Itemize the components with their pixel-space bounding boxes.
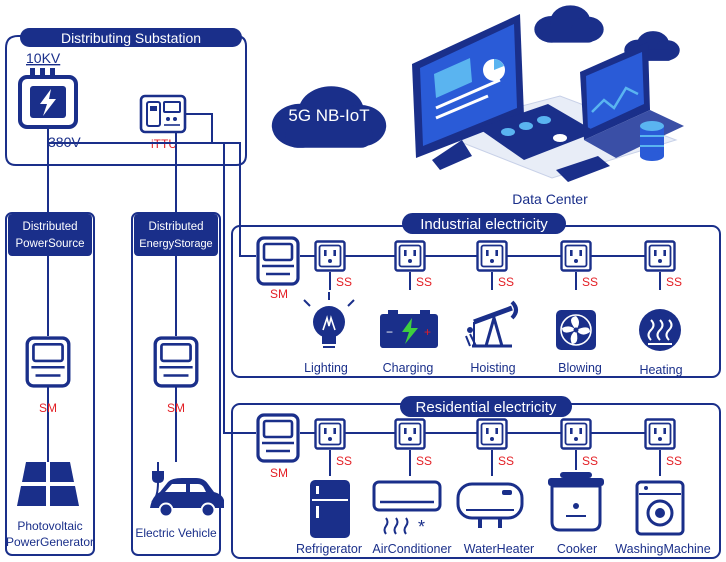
power-source-header-line1: Distributed xyxy=(23,221,78,233)
residential-meter-label: SM xyxy=(270,466,288,480)
voltage-10kv-label: 10KV xyxy=(26,50,61,66)
residential-socket-icon xyxy=(476,418,508,450)
residential-socket-label: SS xyxy=(582,454,598,468)
residential-meter-icon xyxy=(256,413,300,463)
industrial-title: Industrial electricity xyxy=(420,216,548,233)
residential-socket-icon xyxy=(394,418,426,450)
residential-device-label: WaterHeater xyxy=(464,542,534,556)
ittu-icon xyxy=(139,94,187,134)
residential-title: Residential electricity xyxy=(416,399,557,416)
residential-socket-label: SS xyxy=(666,454,682,468)
energy-storage-header-line1: Distributed xyxy=(149,221,204,233)
data-center-label: Data Center xyxy=(512,191,588,207)
power-source-column: Distributed PowerSource SM Photovoltaic … xyxy=(5,212,95,556)
industrial-device-label: Heating xyxy=(639,363,682,377)
oil-pump-icon xyxy=(465,300,518,348)
phone-icon xyxy=(556,156,610,182)
substation-group: Distributing Substation 10KV 380V iTTU xyxy=(5,28,247,166)
residential-socket-label: SS xyxy=(498,454,514,468)
residential-socket-icon xyxy=(560,418,592,450)
residential-device-label: AirConditioner xyxy=(372,542,451,556)
industrial-socket-label: SS xyxy=(416,275,432,289)
energy-storage-meter-label: SM xyxy=(167,401,185,415)
refrigerator-icon xyxy=(310,480,350,538)
energy-storage-column: Distributed EnergyStorage SM Electric Ve… xyxy=(131,212,224,556)
industrial-socket-label: SS xyxy=(666,275,682,289)
substation-title-pill xyxy=(20,28,242,47)
industrial-connectors xyxy=(329,272,661,290)
industrial-device-label: Lighting xyxy=(304,361,348,375)
industrial-device-label: Hoisting xyxy=(470,361,515,375)
database-icon xyxy=(640,121,664,161)
residential-section: Residential electricity SM SS SS SS SS S… xyxy=(231,396,721,559)
network-label: 5G NB-IoT xyxy=(288,106,369,125)
industrial-socket-icon xyxy=(476,240,508,272)
industrial-section: Industrial electricity SM SS SS SS SS SS… xyxy=(231,213,721,378)
substation-frame xyxy=(5,35,247,166)
washing-machine-icon xyxy=(635,480,685,536)
battery-charging-icon: − + xyxy=(380,310,438,348)
industrial-socket-icon xyxy=(644,240,676,272)
power-source-header-line2: PowerSource xyxy=(15,238,84,250)
industrial-socket-label: SS xyxy=(582,275,598,289)
cooker-icon xyxy=(548,472,604,532)
photovoltaic-label-line1: Photovoltaic xyxy=(17,519,82,533)
svg-text:+: + xyxy=(424,325,431,339)
heating-icon xyxy=(639,309,681,351)
air-conditioner-icon: * xyxy=(372,480,442,537)
bus-lines xyxy=(47,113,256,462)
industrial-socket-icon xyxy=(394,240,426,272)
svg-text:−: − xyxy=(386,325,393,339)
industrial-meter-icon xyxy=(256,236,300,286)
dashboard-tablet-icon xyxy=(478,104,596,160)
residential-device-label: Refrigerator xyxy=(296,542,362,556)
fan-icon xyxy=(556,310,596,350)
industrial-socket-label: SS xyxy=(498,275,514,289)
energy-storage-meter-icon xyxy=(153,336,199,388)
industrial-socket-label: SS xyxy=(336,275,352,289)
svg-text:*: * xyxy=(418,517,425,537)
industrial-device-label: Blowing xyxy=(558,361,602,375)
network-cloud: 5G NB-IoT xyxy=(271,86,387,148)
light-bulb-icon xyxy=(303,292,355,348)
electric-vehicle-icon xyxy=(150,462,224,518)
residential-socket-icon xyxy=(314,418,346,450)
solar-panel-icon xyxy=(17,462,79,506)
energy-storage-header-line2: EnergyStorage xyxy=(139,238,212,250)
industrial-socket-icon xyxy=(314,240,346,272)
residential-device-label: Cooker xyxy=(557,542,597,556)
residential-device-label: WashingMachine xyxy=(615,542,710,556)
photovoltaic-label-line2: PowerGenerator xyxy=(6,535,94,549)
power-source-meter-icon xyxy=(25,336,71,388)
residential-socket-label: SS xyxy=(336,454,352,468)
water-heater-icon xyxy=(456,482,524,528)
electric-vehicle-label: Electric Vehicle xyxy=(135,526,217,540)
residential-socket-label: SS xyxy=(416,454,432,468)
transformer-icon xyxy=(18,68,78,129)
industrial-socket-icon xyxy=(560,240,592,272)
power-source-meter-label: SM xyxy=(39,401,57,415)
industrial-meter-label: SM xyxy=(270,287,288,301)
substation-title: Distributing Substation xyxy=(61,30,201,46)
industrial-device-label: Charging xyxy=(383,361,434,375)
residential-connectors xyxy=(329,450,661,476)
residential-socket-icon xyxy=(644,418,676,450)
data-center-illustration: Data Center xyxy=(412,5,684,207)
